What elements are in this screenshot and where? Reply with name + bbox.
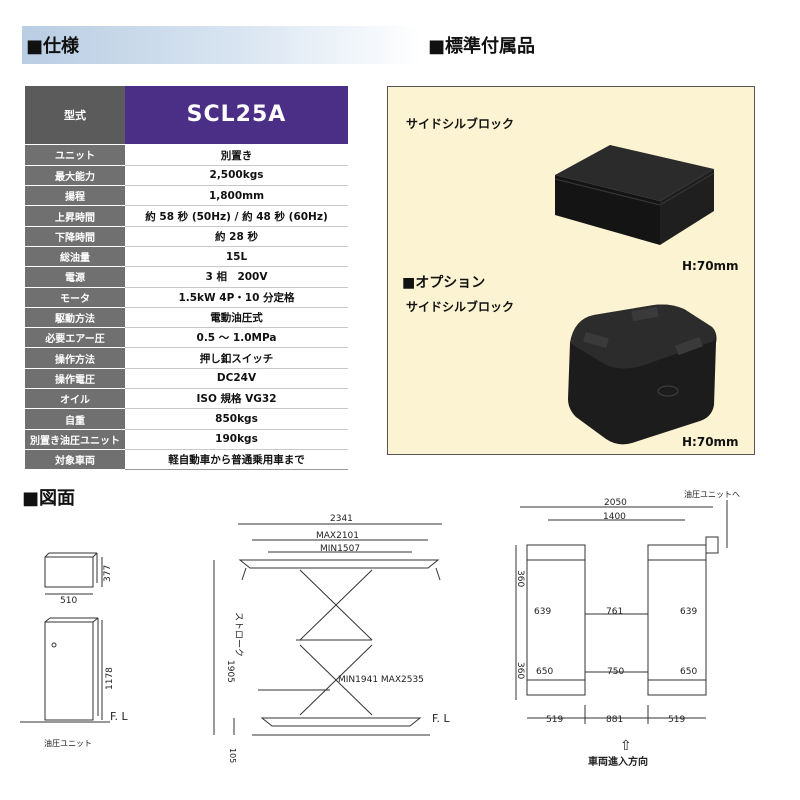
dim-519-right: 519 (668, 715, 685, 725)
spec-model-value: SCL25A (125, 86, 348, 146)
spec-value: 850kgs (125, 408, 348, 430)
dim-881: 881 (606, 715, 623, 725)
direction-label: 車両進入方向 (588, 755, 648, 768)
spec-row: 操作方法押し釦スイッチ (25, 347, 348, 369)
spec-key: 揚程 (25, 185, 125, 207)
spec-row: 駆動方法電動油圧式 (25, 307, 348, 329)
accessory-item2-label: サイドシルブロック (406, 300, 515, 314)
spec-key: 駆動方法 (25, 307, 125, 329)
spec-value: 15L (125, 246, 348, 268)
dim-360-bottom: 360 (515, 662, 525, 679)
spec-value: 別置き (125, 144, 348, 166)
lift-width-dim: 2341 (330, 514, 353, 524)
spec-value: 1,800mm (125, 185, 348, 207)
spec-key: 電源 (25, 266, 125, 288)
stroke-label: ストローク (233, 612, 244, 657)
option-header: ■オプション (402, 275, 486, 291)
spec-value: DC24V (125, 368, 348, 390)
min-max-length-dim: MIN1941 MAX2535 (338, 675, 424, 685)
accessory-item1-height: H:70mm (682, 259, 739, 273)
unit-arrow-label: 油圧ユニットへ (684, 489, 740, 499)
min-width-dim: MIN1507 (320, 544, 360, 554)
dim-750: 750 (607, 667, 624, 677)
spec-model-key: 型式 (25, 86, 125, 145)
base-height-dim: 105 (228, 748, 237, 763)
option-block-image (568, 304, 717, 445)
accessories-section-header: ■標準付属品 (428, 36, 536, 57)
spec-key: 最大能力 (25, 165, 125, 187)
spec-key: 必要エアー圧 (25, 327, 125, 349)
accessory-item1-label: サイドシルブロック (406, 117, 515, 131)
unit-height1-dim: 377 (103, 565, 113, 582)
dim-761: 761 (606, 607, 623, 617)
spec-value: 約 28 秒 (125, 226, 348, 247)
spec-value: 190kgs (125, 429, 348, 450)
spec-key: 総油量 (25, 246, 125, 268)
spec-key: ユニット (25, 144, 125, 166)
floor-level-label-2: F. L (432, 712, 451, 725)
spec-key: モータ (25, 287, 125, 308)
spec-value: 軽自動車から普通乗用車まで (125, 449, 348, 471)
spec-row: 対象車両軽自動車から普通乗用車まで (25, 449, 348, 471)
spec-value: 2,500kgs (125, 165, 348, 187)
spec-key: 別置き油圧ユニット (25, 429, 125, 450)
accessories-panel: サイドシルブロック H:70mm ■オプション サイドシルブロック H:70mm (387, 86, 755, 455)
hydraulic-unit-caption: 油圧ユニット (44, 738, 92, 748)
spec-key: 上昇時間 (25, 205, 125, 227)
plan-inner-dim: 1400 (603, 512, 626, 522)
max-width-dim: MAX2101 (316, 531, 359, 541)
side-sill-block-image (554, 145, 715, 245)
spec-row: ユニット別置き (25, 144, 348, 166)
floor-level-label-1: F. L (110, 710, 129, 723)
spec-model-row: 型式 SCL25A (25, 86, 348, 146)
spec-value: 電動油圧式 (125, 307, 348, 329)
plan-width-dim: 2050 (604, 498, 627, 508)
spec-row: 下降時間約 28 秒 (25, 226, 348, 247)
lift-height-dim: 1905 (225, 660, 235, 683)
dim-519-left: 519 (546, 715, 563, 725)
spec-section-header: ■仕様 (22, 26, 421, 64)
spec-row: 上昇時間約 58 秒 (50Hz) / 約 48 秒 (60Hz) (25, 205, 348, 227)
spec-key: 下降時間 (25, 226, 125, 247)
spec-value: 0.5 ～ 1.0MPa (125, 327, 348, 349)
drawing-section-header: ■図面 (22, 488, 76, 509)
spec-key: 操作方法 (25, 347, 125, 369)
spec-value: 1.5kW 4P・10 分定格 (125, 287, 348, 308)
unit-width-dim: 510 (60, 596, 77, 606)
spec-key: 自重 (25, 408, 125, 430)
spec-key: 操作電圧 (25, 368, 125, 390)
spec-value: 押し釦スイッチ (125, 347, 348, 369)
direction-arrow-icon: ⇧ (620, 738, 632, 754)
unit-height2-dim: 1178 (105, 667, 115, 690)
dim-360-top: 360 (515, 570, 525, 587)
spec-value: ISO 規格 VG32 (125, 388, 348, 410)
spec-key: 対象車両 (25, 449, 125, 471)
dim-650-right: 650 (680, 667, 697, 677)
spec-value: 3 相 200V (125, 266, 348, 288)
accessory-item2-height: H:70mm (682, 435, 739, 449)
dim-639-left: 639 (534, 607, 551, 617)
spec-key: オイル (25, 388, 125, 410)
dim-650-left: 650 (536, 667, 553, 677)
dim-639-right: 639 (680, 607, 697, 617)
spec-value: 約 58 秒 (50Hz) / 約 48 秒 (60Hz) (125, 205, 348, 227)
